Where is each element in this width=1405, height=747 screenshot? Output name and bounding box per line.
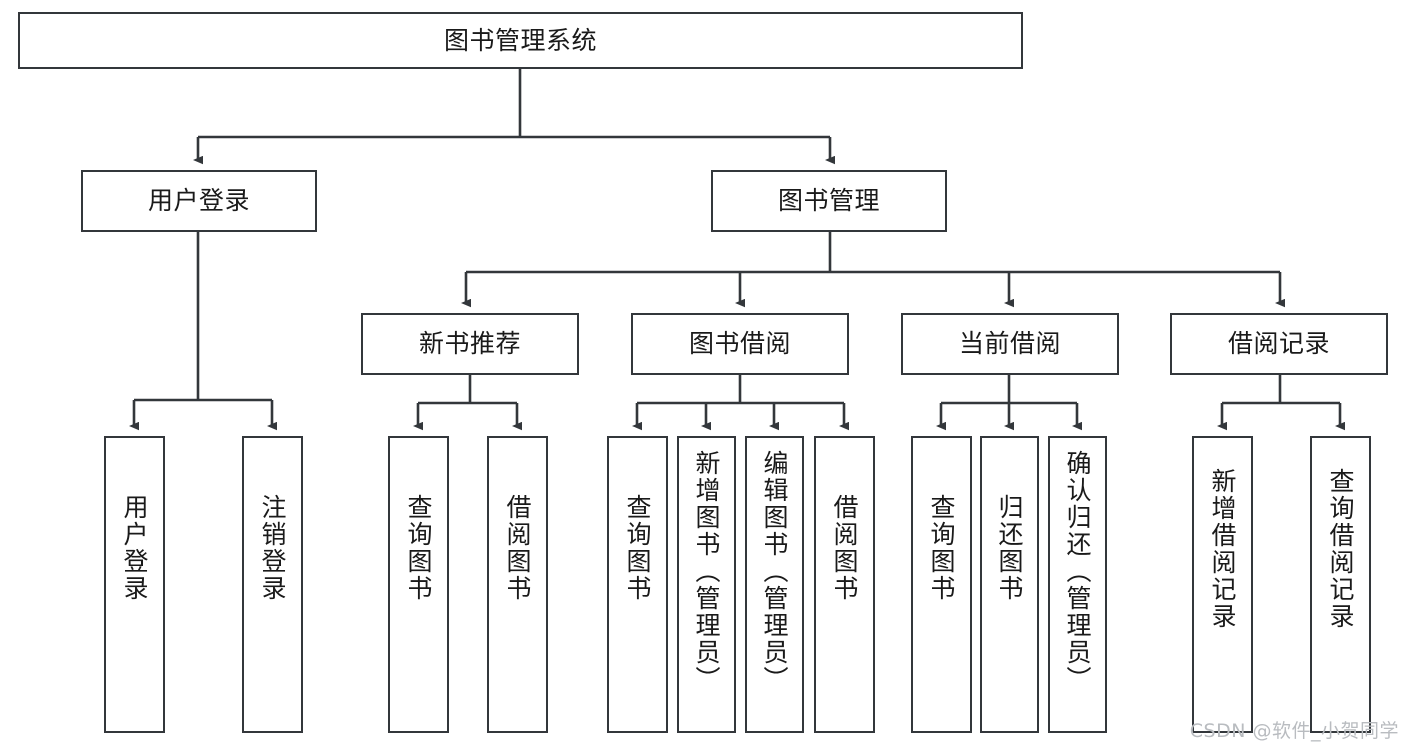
node-leaf-borrow-book-borrow[interactable]: 借阅图书 xyxy=(814,436,875,733)
node-leaf-add-book-admin[interactable]: 新增图书（管理员） xyxy=(677,436,736,733)
node-leaf-query-book-current[interactable]: 查询图书 xyxy=(911,436,972,733)
node-book-borrow[interactable]: 图书借阅 xyxy=(631,313,849,375)
node-book-management[interactable]: 图书管理 xyxy=(711,170,947,232)
node-label: 借阅记录 xyxy=(1227,329,1330,359)
node-label: 图书管理 xyxy=(777,186,880,216)
node-label: 新书推荐 xyxy=(418,329,521,359)
node-label: 用户登录 xyxy=(147,186,250,216)
node-label: 归还图书 xyxy=(995,494,1024,602)
node-label: 确认归还（管理员） xyxy=(1063,450,1092,693)
node-label: 查询图书 xyxy=(927,494,956,602)
node-leaf-logout[interactable]: 注销登录 xyxy=(242,436,303,733)
node-leaf-query-book-borrow[interactable]: 查询图书 xyxy=(607,436,668,733)
node-borrow-records[interactable]: 借阅记录 xyxy=(1170,313,1388,375)
node-label: 注销登录 xyxy=(258,494,287,602)
node-label: 新增图书（管理员） xyxy=(692,450,721,693)
node-label: 查询图书 xyxy=(623,494,652,602)
node-current-borrow[interactable]: 当前借阅 xyxy=(901,313,1119,375)
node-leaf-user-login[interactable]: 用户登录 xyxy=(104,436,165,733)
node-leaf-return-book[interactable]: 归还图书 xyxy=(980,436,1039,733)
node-leaf-borrow-book-newbook[interactable]: 借阅图书 xyxy=(487,436,548,733)
node-user-login[interactable]: 用户登录 xyxy=(81,170,317,232)
node-label: 新增借阅记录 xyxy=(1208,468,1237,630)
node-label: 图书借阅 xyxy=(688,329,791,359)
node-leaf-query-book-newbook[interactable]: 查询图书 xyxy=(388,436,449,733)
node-root-system[interactable]: 图书管理系统 xyxy=(18,12,1023,69)
node-label: 图书管理系统 xyxy=(443,25,597,55)
node-label: 借阅图书 xyxy=(503,494,532,602)
node-label: 查询图书 xyxy=(404,494,433,602)
node-leaf-query-borrow-record[interactable]: 查询借阅记录 xyxy=(1310,436,1371,733)
node-new-book-recommend[interactable]: 新书推荐 xyxy=(361,313,579,375)
node-label: 借阅图书 xyxy=(830,494,859,602)
watermark-text: CSDN @软件_小贺同学 xyxy=(1189,720,1399,742)
node-label: 用户登录 xyxy=(120,494,149,602)
node-label: 当前借阅 xyxy=(958,329,1061,359)
node-leaf-edit-book-admin[interactable]: 编辑图书（管理员） xyxy=(745,436,804,733)
node-label: 查询借阅记录 xyxy=(1326,468,1355,630)
node-label: 编辑图书（管理员） xyxy=(760,450,789,693)
node-leaf-add-borrow-record[interactable]: 新增借阅记录 xyxy=(1192,436,1253,733)
node-leaf-confirm-return-admin[interactable]: 确认归还（管理员） xyxy=(1048,436,1107,733)
